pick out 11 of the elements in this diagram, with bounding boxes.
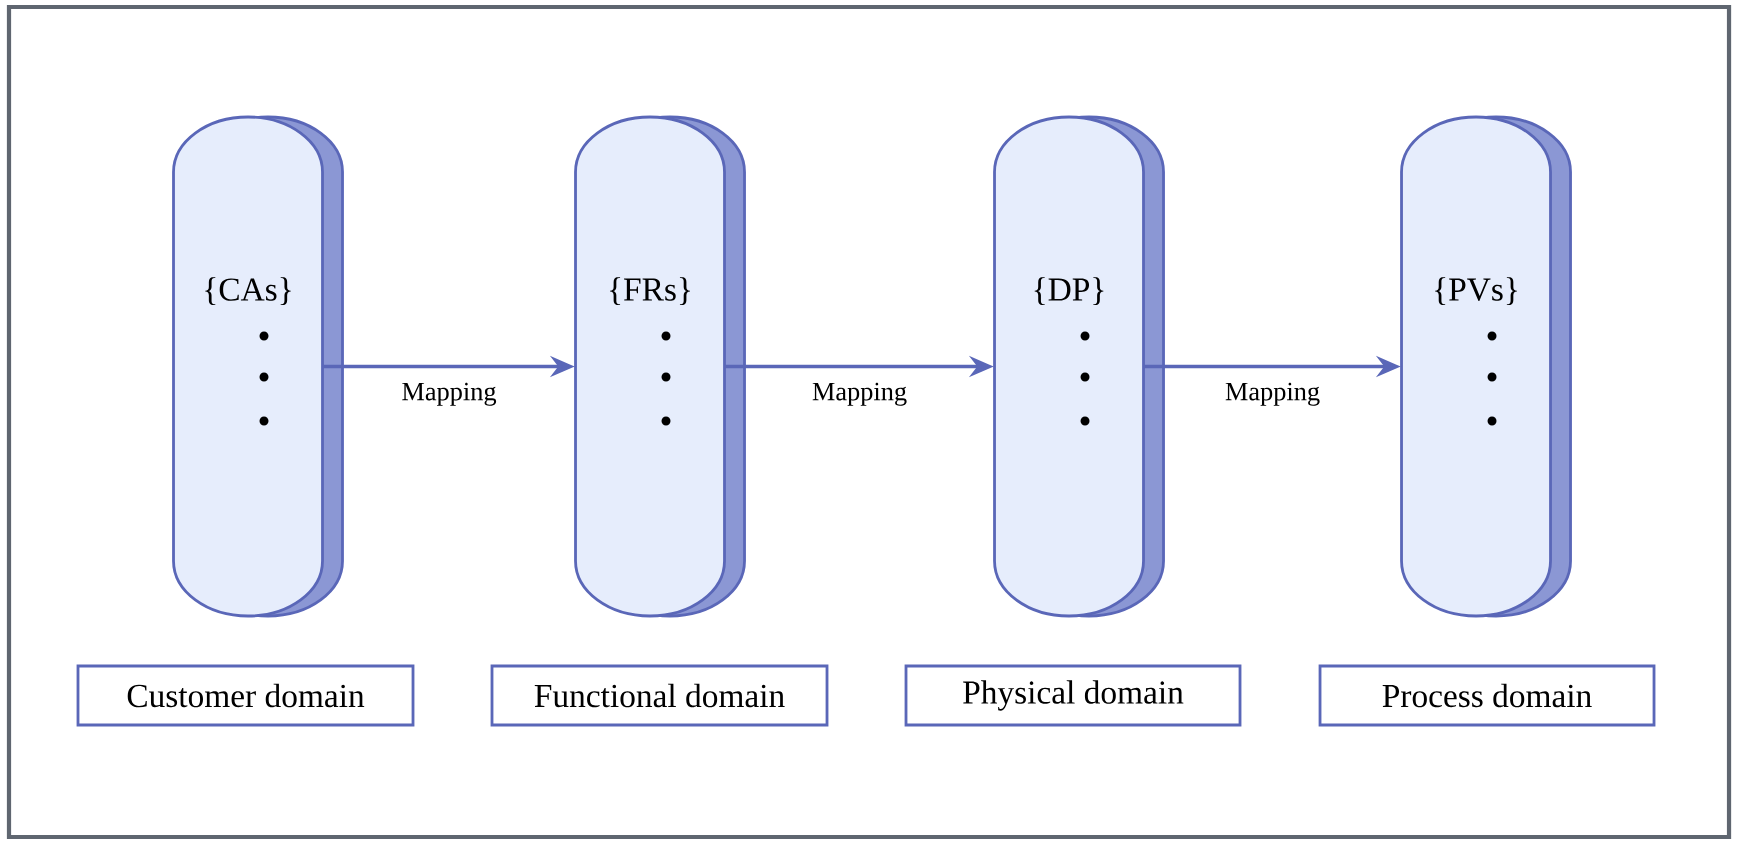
domain-label-box: Physical domain [904,664,1242,727]
domain-label-box: Process domain [1318,664,1656,727]
edge-label: Mapping [808,379,911,410]
edge-label: Mapping [1221,379,1324,410]
domain-cylinder: {CAs} [172,115,344,618]
domain-cylinder: {FRs} [574,115,746,618]
domain-label-box: Functional domain [490,664,829,727]
domain-cylinder: {DP} [993,115,1165,618]
domain-label-box: Customer domain [76,664,415,727]
domain-cylinder: {PVs} [1400,115,1572,618]
edge-label: Mapping [397,379,501,410]
